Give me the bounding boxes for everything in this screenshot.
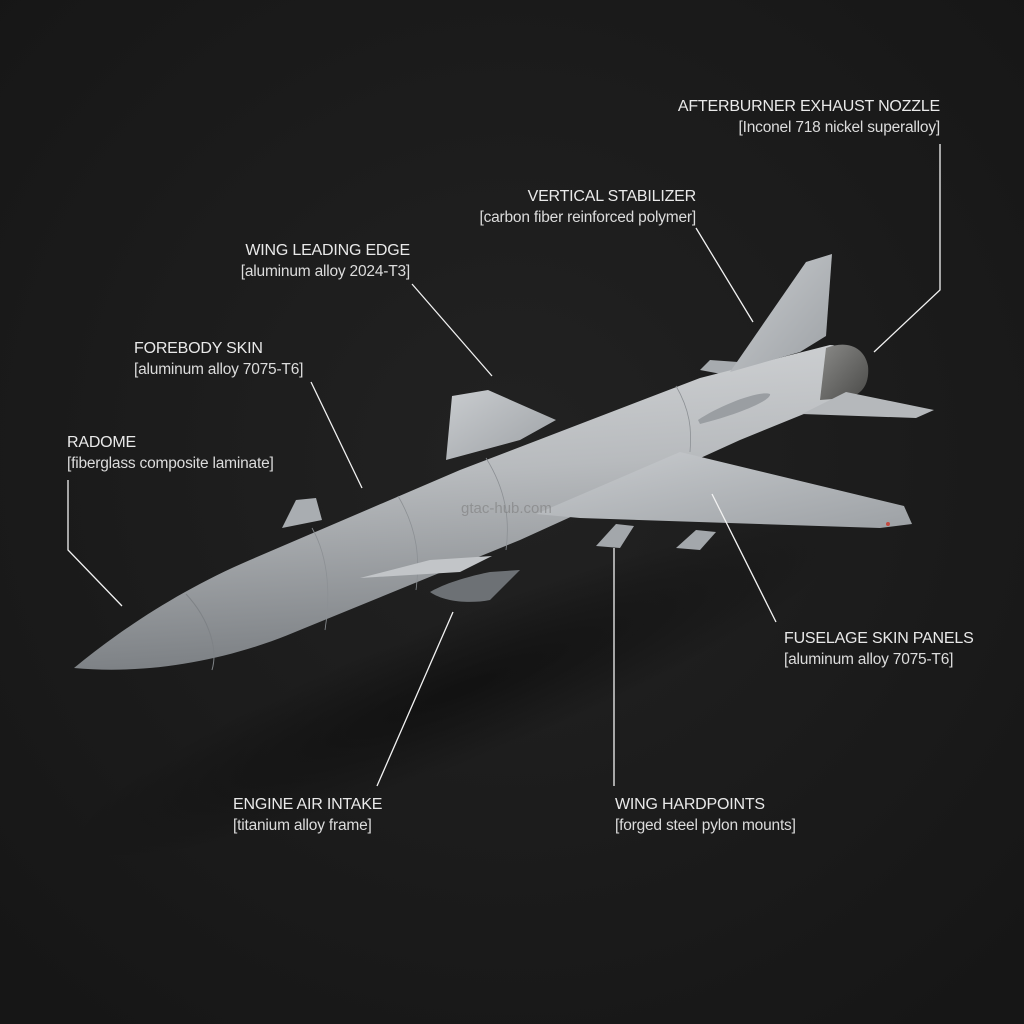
callout-material: [titanium alloy frame] bbox=[233, 817, 372, 834]
fuselage bbox=[74, 345, 859, 670]
pylon bbox=[676, 530, 716, 550]
vertical-stabilizer bbox=[730, 254, 832, 372]
leader-line-afterburner bbox=[873, 144, 941, 353]
callout-title: AFTERBURNER EXHAUST NOZZLE bbox=[677, 98, 940, 115]
callout-vertical-stabilizer: VERTICAL STABILIZER [carbon fiber reinfo… bbox=[479, 186, 696, 228]
leader-line-engine-intake bbox=[376, 611, 454, 787]
ground-shadow bbox=[69, 519, 851, 861]
main-wing bbox=[536, 452, 912, 528]
leader-line-forebody-skin bbox=[310, 381, 363, 489]
callout-engine-air-intake: ENGINE AIR INTAKE [titanium alloy frame] bbox=[233, 794, 382, 836]
leader-line-vertical-stabilizer bbox=[695, 227, 754, 323]
panel-seam bbox=[397, 495, 419, 591]
callout-forebody-skin: FOREBODY SKIN [aluminum alloy 7075-T6] bbox=[134, 338, 303, 380]
callout-afterburner-exhaust-nozzle: AFTERBURNER EXHAUST NOZZLE [Inconel 718 … bbox=[678, 96, 940, 138]
callout-material: [fiberglass composite laminate] bbox=[67, 455, 274, 472]
radome-seam bbox=[185, 593, 215, 671]
leader-line-wing-leading-edge bbox=[411, 283, 493, 377]
callout-title: FUSELAGE SKIN PANELS bbox=[784, 630, 974, 647]
callout-title: WING HARDPOINTS bbox=[615, 796, 765, 813]
canard-fin bbox=[360, 556, 492, 578]
callout-title: ENGINE AIR INTAKE bbox=[233, 796, 383, 813]
pylon bbox=[596, 524, 634, 548]
callout-title: FOREBODY SKIN bbox=[134, 340, 263, 357]
leader-lines bbox=[67, 144, 941, 787]
callout-wing-hardpoints: WING HARDPOINTS [forged steel pylon moun… bbox=[615, 794, 796, 836]
callout-material: [forged steel pylon mounts] bbox=[615, 817, 796, 834]
callout-title: RADOME bbox=[67, 434, 137, 451]
panel-seam bbox=[311, 527, 329, 631]
callout-material: [Inconel 718 nickel superalloy] bbox=[738, 119, 941, 136]
wingtip-light bbox=[886, 522, 890, 526]
callout-material: [aluminum alloy 2024-T3] bbox=[240, 263, 410, 280]
panel-seam bbox=[675, 385, 692, 453]
leader-line-fuselage-skin bbox=[711, 493, 777, 623]
dorsal-fairing bbox=[698, 393, 771, 424]
callout-material: [aluminum alloy 7075-T6] bbox=[134, 361, 304, 378]
callout-fuselage-skin-panels: FUSELAGE SKIN PANELS [aluminum alloy 707… bbox=[784, 628, 974, 670]
air-intake bbox=[430, 570, 520, 602]
exhaust-nozzle bbox=[820, 344, 869, 400]
callout-material: [carbon fiber reinforced polymer] bbox=[479, 209, 696, 226]
dorsal-fin bbox=[282, 498, 322, 528]
callout-radome: RADOME [fiberglass composite laminate] bbox=[67, 432, 274, 474]
horizontal-tail bbox=[802, 392, 934, 418]
far-wing bbox=[446, 390, 556, 460]
watermark: gtac-hub.com bbox=[461, 500, 552, 517]
callout-material: [aluminum alloy 7075-T6] bbox=[784, 651, 954, 668]
panel-seam bbox=[485, 457, 508, 551]
leader-line-radome bbox=[67, 480, 123, 607]
callout-wing-leading-edge: WING LEADING EDGE [aluminum alloy 2024-T… bbox=[241, 240, 410, 282]
callout-title: VERTICAL STABILIZER bbox=[527, 188, 697, 205]
callout-title: WING LEADING EDGE bbox=[245, 242, 410, 259]
